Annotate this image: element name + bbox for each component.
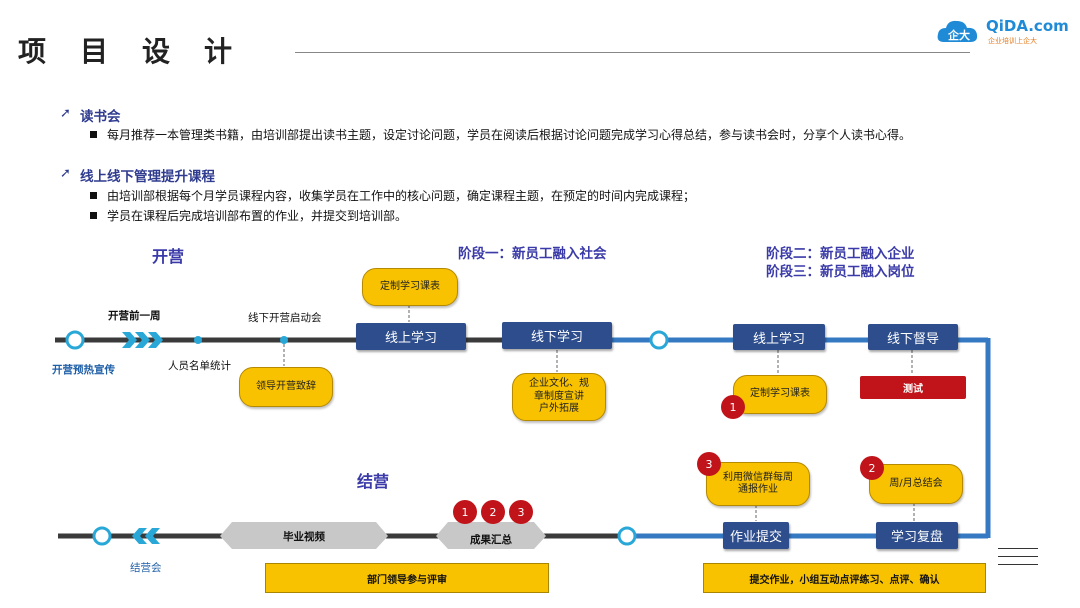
dept-review-bar: 部门领导参与评审	[265, 563, 549, 593]
learning-review-node: 学习复盘	[876, 522, 958, 549]
phase3-title: 阶段三：新员工融入岗位	[766, 264, 915, 280]
closing-meeting-label: 结营会	[130, 562, 162, 574]
page-title: 项目设计	[18, 35, 267, 68]
logo-subtitle: 企业培训上企大	[988, 37, 1037, 45]
offline-kickoff-label: 线下开营启动会	[248, 312, 322, 324]
graduation-video-node: 毕业视频	[283, 531, 325, 543]
preheat-label: 开营预热宣传	[52, 364, 115, 376]
online-learning-node-2: 线上学习	[733, 324, 825, 350]
step-number-badge: 2	[860, 456, 884, 480]
offline-supervision-node: 线下督导	[868, 324, 958, 350]
bullet-item: 学员在课程后完成培训部布置的作业，并提交到培训部。	[90, 207, 407, 224]
weekly-summary-node: 周/月总结会	[869, 464, 963, 504]
submit-homework-bar: 提交作业，小组互动点评练习、点评、确认	[703, 563, 986, 593]
opening-label: 开营	[152, 247, 185, 266]
section-title-course: 线上线下管理提升课程	[80, 169, 215, 185]
bullet-item: 由培训部根据每个月学员课程内容，收集学员在工作中的核心问题，确定课程主题，在预定…	[90, 187, 695, 204]
step-number-badge: 2	[481, 500, 505, 524]
step-number-badge: 1	[453, 500, 477, 524]
arrow-icon: ➚	[60, 166, 71, 181]
homework-submit-node: 作业提交	[723, 522, 789, 549]
offline-learning-node: 线下学习	[502, 322, 612, 349]
closing-label: 结营	[357, 472, 390, 491]
section-title-reading: 读书会	[80, 109, 121, 125]
roster-label: 人员名单统计	[168, 360, 231, 372]
online-learning-node-1: 线上学习	[356, 323, 466, 350]
step-number-badge: 3	[509, 500, 533, 524]
step-number-badge: 3	[697, 452, 721, 476]
arrow-icon: ➚	[60, 106, 71, 121]
custom-schedule-node-1: 定制学习课表	[362, 268, 458, 306]
cloud-logo-icon: 企大	[937, 20, 978, 42]
bullet-item: 每月推荐一本管理类书籍，由培训部提出读书主题，设定讨论问题，学员在阅读后根据讨论…	[90, 126, 911, 143]
offline-topics-node: 企业文化、规 章制度宣讲 户外拓展	[512, 373, 606, 421]
week-before-label: 开营前一周	[108, 310, 161, 322]
leader-speech-node: 领导开营致辞	[239, 367, 333, 407]
decorative-lines	[998, 548, 1038, 572]
logo-text: QiDA.com	[986, 17, 1069, 35]
results-summary-node: 成果汇总	[470, 534, 512, 546]
phase1-title: 阶段一：新员工融入社会	[458, 246, 607, 262]
test-node: 测试	[860, 376, 966, 399]
title-divider	[295, 52, 970, 53]
wechat-report-node: 利用微信群每周 通报作业	[706, 462, 810, 506]
phase2-title: 阶段二：新员工融入企业	[766, 246, 915, 262]
custom-schedule-node-2: 定制学习课表	[733, 375, 827, 414]
svg-text:企大: 企大	[947, 28, 970, 42]
step-number-badge: 1	[721, 395, 745, 419]
